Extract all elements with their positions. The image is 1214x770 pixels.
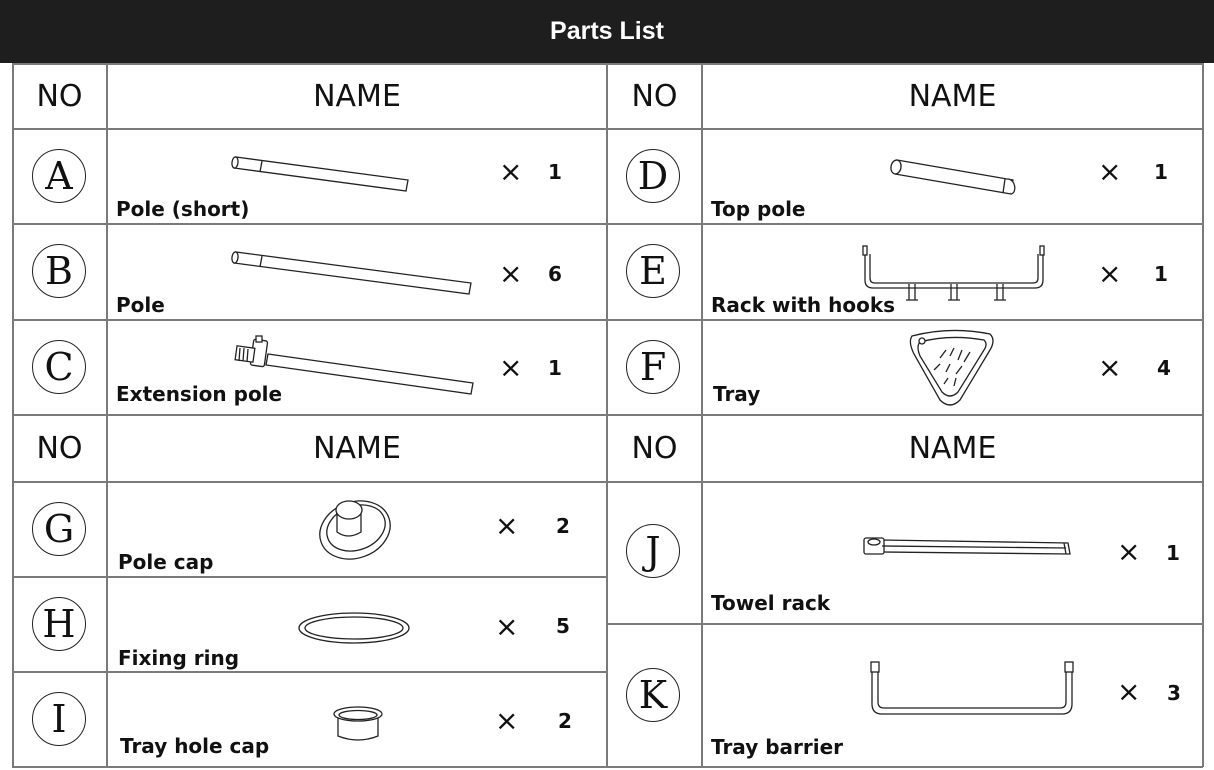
part-quantity: 1: [548, 160, 562, 184]
times-sign: ×: [499, 257, 523, 290]
part-name: Extension pole: [116, 382, 283, 406]
part-name: Towel rack: [711, 591, 831, 615]
parts-list-title: Parts List: [0, 0, 1214, 63]
part-letter: K: [626, 668, 680, 722]
header-no: NO: [631, 430, 678, 466]
times-sign: ×: [499, 155, 523, 188]
part-quantity: 1: [548, 356, 562, 380]
part-letter: F: [626, 340, 680, 394]
part-name: Tray hole cap: [120, 734, 270, 758]
part-name: Tray: [713, 382, 761, 406]
tray-icon: [909, 329, 994, 406]
part-letter: A: [32, 149, 86, 203]
part-letter: C: [32, 340, 86, 394]
part-name: Pole cap: [118, 550, 214, 574]
part-name: Pole: [116, 293, 165, 317]
times-sign: ×: [495, 509, 519, 542]
tray-hole-cap-icon: [333, 706, 383, 741]
times-sign: ×: [1117, 535, 1141, 568]
part-name: Top pole: [711, 197, 806, 221]
part-letter: J: [626, 524, 680, 578]
fixing-ring-icon: [298, 612, 410, 644]
part-quantity: 6: [548, 262, 562, 286]
header-no: NO: [36, 78, 83, 114]
pole-icon: [231, 251, 472, 295]
header-name: NAME: [908, 430, 997, 466]
part-letter: I: [32, 692, 86, 746]
part-letter: B: [32, 244, 86, 298]
header-name: NAME: [908, 78, 997, 114]
header-name: NAME: [313, 78, 401, 114]
pole-cap-icon: [319, 500, 391, 560]
part-letter: H: [32, 597, 86, 651]
part-quantity: 1: [1154, 262, 1168, 286]
part-name: Fixing ring: [118, 646, 240, 670]
part-quantity: 4: [1157, 356, 1171, 380]
part-quantity: 1: [1154, 160, 1168, 184]
part-quantity: 5: [556, 614, 570, 638]
part-name: Rack with hooks: [711, 293, 896, 317]
header-no: NO: [36, 430, 83, 466]
extension-pole-icon: [234, 335, 474, 395]
part-name: Tray barrier: [711, 735, 844, 759]
short-pole-icon: [231, 156, 409, 192]
top-pole-icon: [890, 159, 1016, 195]
part-quantity: 3: [1167, 681, 1181, 705]
header-no: NO: [631, 78, 678, 114]
times-sign: ×: [1098, 257, 1122, 290]
times-sign: ×: [495, 610, 519, 643]
times-sign: ×: [1117, 675, 1141, 708]
times-sign: ×: [495, 704, 519, 737]
times-sign: ×: [1098, 351, 1122, 384]
part-quantity: 2: [556, 514, 570, 538]
times-sign: ×: [1098, 155, 1122, 188]
part-quantity: 1: [1166, 541, 1180, 565]
tray-barrier-icon: [870, 661, 1074, 715]
part-letter: E: [626, 244, 680, 298]
part-letter: D: [626, 149, 680, 203]
part-name: Pole (short): [116, 197, 250, 221]
part-quantity: 2: [558, 709, 572, 733]
towel-rack-icon: [863, 537, 1071, 555]
rack-with-hooks-icon: [862, 245, 1045, 301]
header-name: NAME: [313, 430, 401, 466]
part-letter: G: [32, 502, 86, 556]
times-sign: ×: [499, 351, 523, 384]
